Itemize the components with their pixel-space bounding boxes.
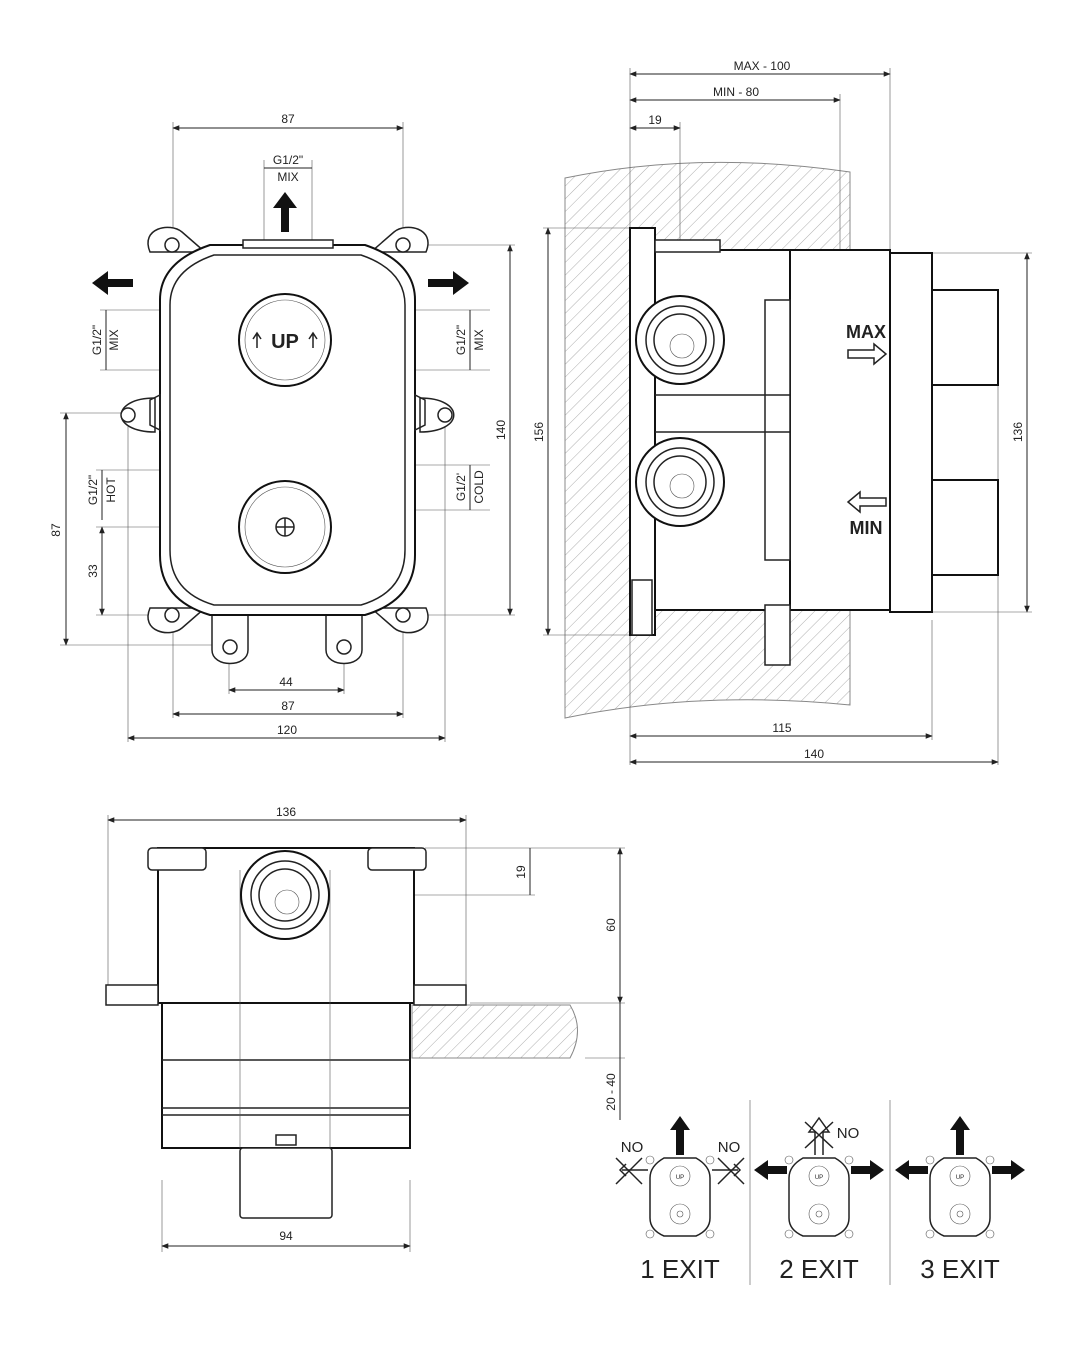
wall-section-bottom — [411, 1004, 578, 1059]
dim-low-offset: 33 — [86, 564, 100, 578]
front-view: UP 87 44 87 120 140 87 33 G1/2" MIX G1/2… — [49, 112, 515, 742]
mini-knob-text-1: UP — [676, 1175, 684, 1181]
dim-width: 136 — [276, 805, 296, 819]
dim-bottom-inner: 44 — [279, 675, 293, 689]
dim-body-height: 136 — [1011, 422, 1025, 442]
valve-body — [159, 244, 416, 616]
diverter-knob — [238, 293, 332, 387]
port-hot-size: G1/2" — [86, 475, 100, 505]
exit1-no-right: NO — [718, 1139, 741, 1156]
dim-min-depth: MIN - 80 — [713, 85, 759, 99]
dim-body-length: 115 — [772, 721, 791, 735]
mixer-knob — [238, 480, 332, 574]
dim-height-left: 87 — [49, 523, 63, 537]
exit-option-3: UP 3 EXIT — [895, 1116, 1025, 1284]
port-hot-name: HOT — [104, 477, 118, 503]
exit1-label: 1 EXIT — [640, 1254, 720, 1284]
min-label: MIN — [850, 518, 883, 538]
dim-wall-range: 20 - 40 — [604, 1073, 618, 1111]
exit-options: UP NO NO 1 EXIT UP — [615, 1100, 1025, 1285]
dim-total-height: 156 — [532, 422, 546, 442]
exit2-label: 2 EXIT — [779, 1254, 859, 1284]
exit1-no-left: NO — [621, 1139, 644, 1156]
port-top-size: G1/2" — [273, 153, 303, 167]
dim-top-width: 87 — [281, 112, 295, 126]
dim-depth: 60 — [604, 918, 618, 932]
port-top-name: MIX — [277, 170, 298, 184]
dim-total-length: 140 — [804, 747, 824, 761]
dim-max-depth: MAX - 100 — [734, 59, 791, 73]
exit2-no-top: NO — [837, 1125, 860, 1142]
exit-option-1: UP NO NO 1 EXIT — [615, 1116, 745, 1284]
port-left-name: MIX — [107, 329, 121, 350]
mini-knob-text-2: UP — [815, 1175, 823, 1181]
bottom-view: 136 19 60 20 - 40 94 — [105, 805, 625, 1252]
up-label: UP — [271, 331, 299, 353]
max-label: MAX — [846, 322, 886, 342]
dim-bottom-total: 120 — [277, 723, 297, 737]
port-right-size: G1/2" — [454, 325, 468, 355]
side-view: MAX MIN MAX - 100 MIN - 80 19 156 136 11… — [532, 59, 1032, 765]
dim-base-width: 94 — [279, 1229, 293, 1243]
port-cold-size: G1/2' — [454, 473, 468, 501]
outlet-arrows — [92, 192, 469, 295]
port-left-size: G1/2" — [90, 325, 104, 355]
dim-bottom-mid: 87 — [281, 699, 295, 713]
exit-option-2: UP NO 2 EXIT — [754, 1116, 884, 1284]
dim-flange: 19 — [648, 113, 662, 127]
dim-port-offset: 19 — [514, 865, 528, 879]
dim-height-right: 140 — [494, 420, 508, 440]
port-right-name: MIX — [472, 329, 486, 350]
mounting-lugs — [120, 226, 455, 665]
port-cold-name: COLD — [472, 470, 486, 504]
exit3-label: 3 EXIT — [920, 1254, 1000, 1284]
mini-knob-text-3: UP — [956, 1175, 964, 1181]
